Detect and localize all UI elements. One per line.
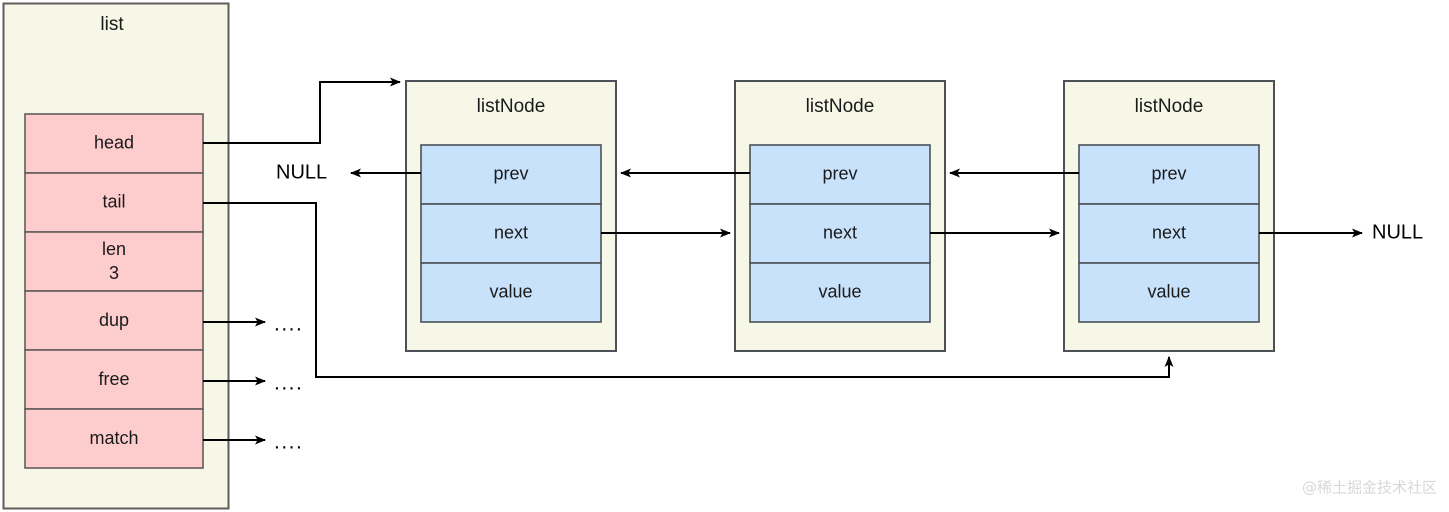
list-node-2-prev-label: prev (822, 163, 857, 183)
dots-label-free: .... (274, 372, 303, 395)
list-node-1-prev-label: prev (493, 163, 528, 183)
list-field-len-label: len (102, 239, 126, 259)
list-struct-fields: head tail len 3 dup free match (24, 113, 204, 469)
list-struct-title: list (100, 14, 124, 35)
list-field-match-label: match (89, 428, 138, 448)
list-node-1-prev-rect[interactable] (420, 144, 602, 205)
list-field-match-rect[interactable] (24, 408, 204, 469)
list-node-1-field-next[interactable]: next (420, 203, 602, 264)
list-field-tail-label: tail (102, 191, 125, 211)
list-field-dup-label: dup (99, 310, 129, 330)
list-node-2-field-next[interactable]: next (749, 203, 931, 264)
list-node-2-next-label: next (823, 222, 857, 242)
list-node-3-field-next[interactable]: next (1078, 203, 1260, 264)
list-node-2: listNode prev next value (734, 80, 946, 352)
list-field-len[interactable]: len 3 (24, 231, 204, 292)
list-node-2-next-rect[interactable] (749, 203, 931, 264)
list-node-3-prev-rect[interactable] (1078, 144, 1260, 205)
list-node-3-next-label: next (1152, 222, 1186, 242)
list-node-1-title: listNode (477, 96, 546, 117)
list-field-dup-rect[interactable] (24, 290, 204, 351)
watermark-text: @稀土掘金技术社区 (1302, 479, 1437, 497)
list-node-2-prev-rect[interactable] (749, 144, 931, 205)
list-field-len-rect[interactable] (24, 231, 204, 292)
list-node-3-prev-label: prev (1151, 163, 1186, 183)
list-field-head[interactable]: head (24, 113, 204, 174)
list-node-1-value-rect[interactable] (420, 262, 602, 323)
dots-label-match: .... (274, 431, 303, 454)
list-node-2-field-prev[interactable]: prev (749, 144, 931, 205)
list-node-3-field-value[interactable]: value (1078, 262, 1260, 323)
list-node-3: listNode prev next value (1063, 80, 1275, 352)
connector-head-to-node1 (203, 77, 401, 144)
list-node-3-value-label: value (1147, 281, 1190, 301)
list-node-1-next-label: next (494, 222, 528, 242)
list-node-2-value-label: value (818, 281, 861, 301)
list-node-2-field-value[interactable]: value (749, 262, 931, 323)
list-node-2-title: listNode (806, 96, 875, 117)
list-field-dup[interactable]: dup (24, 290, 204, 351)
list-field-match[interactable]: match (24, 408, 204, 469)
list-node-1-field-prev[interactable]: prev (420, 144, 602, 205)
list-node-3-field-prev[interactable]: prev (1078, 144, 1260, 205)
list-node-3-value-rect[interactable] (1078, 262, 1260, 323)
list-field-len-value: 3 (109, 263, 119, 283)
connector-tail-to-node3 (203, 202, 1174, 378)
list-node-1: listNode prev next value (405, 80, 617, 352)
list-field-free[interactable]: free (24, 349, 204, 410)
dots-label-dup: .... (274, 313, 303, 336)
null-label-left: NULL (276, 161, 327, 183)
list-node-1-field-value[interactable]: value (420, 262, 602, 323)
list-field-head-label: head (94, 132, 134, 152)
list-field-free-rect[interactable] (24, 349, 204, 410)
list-field-tail[interactable]: tail (24, 172, 204, 233)
list-node-1-value-label: value (489, 281, 532, 301)
list-field-free-label: free (98, 369, 129, 389)
list-node-3-next-rect[interactable] (1078, 203, 1260, 264)
null-label-right: NULL (1372, 221, 1423, 243)
list-node-2-value-rect[interactable] (749, 262, 931, 323)
list-node-3-title: listNode (1135, 96, 1204, 117)
